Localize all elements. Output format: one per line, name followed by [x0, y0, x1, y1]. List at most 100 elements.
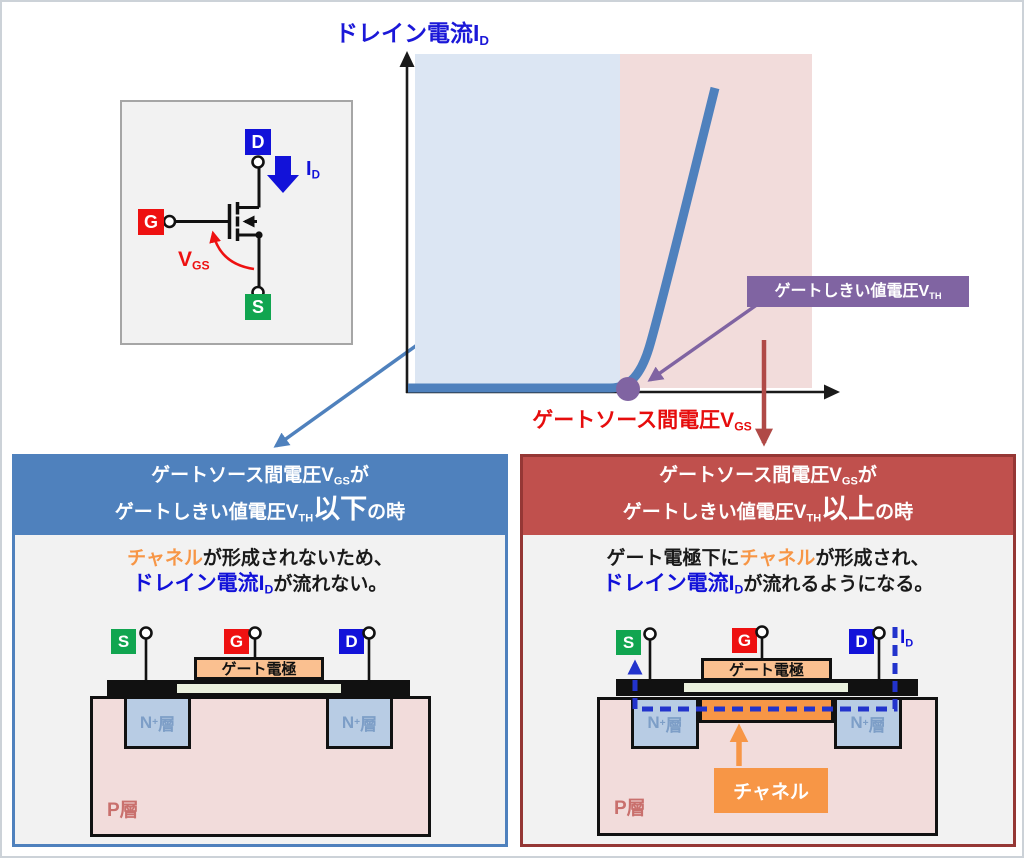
terminal-d-badge: D	[245, 129, 271, 155]
explanation-line2: ドレイン電流IDが流れない。	[15, 567, 505, 597]
p-substrate-label: P層	[107, 800, 139, 821]
n-plus-sup: +	[152, 717, 159, 728]
channel-callout: チャネル	[714, 768, 828, 813]
n-plus-region-right: N+層	[326, 696, 393, 749]
drain-current-word-text: ドレイン電流I	[602, 572, 735, 595]
n-plus-rest: 層	[665, 715, 683, 735]
drain-current-word: ドレイン電流ID	[602, 572, 744, 597]
gate-pin	[755, 625, 769, 639]
drain-current-label: ID	[306, 158, 320, 181]
drain-current-label-text: I	[306, 158, 312, 180]
header-line1-sub: GS	[841, 475, 858, 488]
n-plus-text: N	[647, 713, 660, 732]
id-vgs-curve	[408, 86, 720, 393]
mosfet-symbol	[162, 155, 299, 300]
gate-oxide	[175, 682, 343, 695]
chart-title-sub: D	[479, 33, 490, 48]
channel-region	[699, 697, 834, 723]
explanation-line2-rest: が流れない。	[273, 574, 388, 595]
n-plus-rest: 層	[158, 715, 176, 734]
gate-electrode: ゲート電極	[194, 657, 324, 680]
header-line2-sub: TH	[806, 512, 822, 525]
drain-current-arrow-icon	[267, 156, 299, 193]
terminal-g-badge: G	[138, 209, 164, 235]
drain-current-word-text: ドレイン電流I	[132, 572, 265, 595]
gate-pin	[162, 214, 177, 229]
channel-word: チャネル	[739, 548, 816, 569]
x-axis-label-text: ゲートソース間電圧V	[532, 409, 735, 432]
header-line2: ゲートしきい値電圧VTH以上の時	[523, 490, 1013, 529]
terminal-d-badge: D	[849, 629, 874, 654]
n-plus-region-left: N+層	[631, 697, 699, 749]
drain-pin	[251, 155, 265, 169]
below-threshold-region	[415, 54, 620, 388]
source-pin	[643, 627, 657, 641]
source-pin	[139, 626, 153, 640]
terminal-g-badge: G	[224, 629, 249, 654]
header-line1: ゲートソース間電圧VGSが	[523, 462, 1013, 490]
header-line2-text: ゲートしきい値電圧V	[622, 502, 807, 524]
terminal-d-badge: D	[339, 629, 364, 654]
header-line1-sub: GS	[333, 475, 350, 488]
header-line2: ゲートしきい値電圧VTH以下の時	[15, 490, 505, 529]
drain-pin	[362, 626, 376, 640]
n-plus-sup: +	[862, 717, 869, 729]
mosfet-symbol-panel: D G S ID VGS	[120, 100, 353, 345]
explanation-line1-rest: が形成されないため、	[202, 548, 393, 569]
gate-electrode: ゲート電極	[701, 658, 832, 681]
n-plus-region-left: N+層	[124, 696, 191, 749]
threshold-voltage-callout: ゲートしきい値電圧VTH	[747, 276, 969, 307]
n-plus-text: N	[139, 712, 153, 732]
drain-current-label-sub: D	[905, 637, 914, 650]
drain-current-word: ドレイン電流ID	[132, 572, 274, 597]
n-plus-region-right: N+層	[834, 697, 902, 749]
chart-title-text: ドレイン電流I	[335, 20, 480, 46]
n-plus-text: N	[850, 713, 863, 732]
channel-word: チャネル	[127, 548, 203, 569]
explanation-line1-rest: が形成され、	[815, 548, 930, 569]
drain-current-word-sub: D	[734, 582, 744, 597]
explanation-line1: チャネルが形成されないため、	[15, 543, 505, 570]
n-plus-sup: +	[659, 717, 666, 729]
chart-title: ドレイン電流ID	[335, 14, 489, 48]
drain-pin	[872, 626, 886, 640]
vgs-label-sub: GS	[192, 258, 210, 273]
x-axis-label-sub: GS	[734, 419, 752, 434]
header-line1-text: ゲートソース間電圧V	[659, 465, 842, 486]
y-axis-arrowhead	[399, 51, 415, 67]
header-line1-post: が	[349, 465, 369, 486]
p-substrate-label: P層	[614, 798, 646, 819]
drain-current-label: ID	[900, 627, 913, 649]
header-line1-text: ゲートソース間電圧V	[151, 465, 334, 486]
gate-source-voltage-label: VGS	[178, 248, 210, 273]
explanation-line2: ドレイン電流IDが流れるようになる。	[523, 567, 1013, 597]
n-plus-text: N	[341, 712, 355, 732]
terminal-s-badge: S	[111, 629, 136, 654]
threshold-pointer-arrow	[647, 302, 760, 382]
n-plus-rest: 層	[360, 715, 378, 734]
above-threshold-region	[620, 54, 812, 388]
explanation-line1: ゲート電極下にチャネルが形成され、	[523, 543, 1013, 570]
drain-current-word-sub: D	[264, 582, 274, 597]
explanation-line1-pre: ゲート電極下に	[606, 548, 740, 569]
explanation-line2-rest: が流れるようになる。	[743, 574, 934, 595]
drain-current-label-text: I	[900, 627, 906, 648]
threshold-label-sub: TH	[929, 290, 942, 301]
n-plus-sup: +	[354, 717, 361, 728]
terminal-s-badge: S	[245, 294, 271, 320]
threshold-label-text: ゲートしきい値電圧V	[774, 283, 930, 300]
n-plus-rest: 層	[868, 715, 886, 735]
x-axis-arrowhead	[824, 384, 840, 400]
below-threshold-panel-header: ゲートソース間電圧VGSが ゲートしきい値電圧VTH以下の時	[15, 457, 505, 535]
header-line2-big: 以上	[821, 494, 876, 525]
threshold-point	[616, 377, 640, 401]
junction-dot	[255, 231, 263, 239]
terminal-g-badge: G	[732, 628, 757, 653]
header-line2-post: の時	[875, 502, 914, 524]
vgs-curved-arrow	[209, 230, 255, 271]
header-line2-sub: TH	[298, 512, 314, 525]
above-threshold-panel-header: ゲートソース間電圧VGSが ゲートしきい値電圧VTH以上の時	[523, 457, 1013, 535]
header-line2-big: 以下	[313, 494, 368, 525]
header-line2-text: ゲートしきい値電圧V	[114, 502, 299, 524]
